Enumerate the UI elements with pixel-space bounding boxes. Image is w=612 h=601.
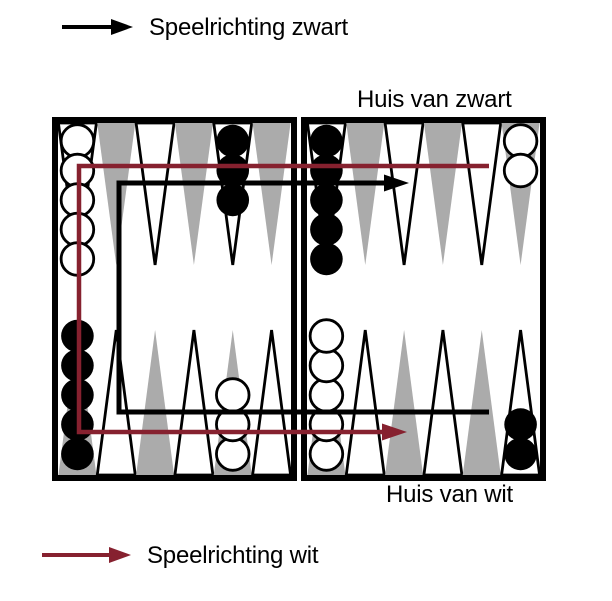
checker-white: [215, 436, 251, 472]
board-half-left: [52, 117, 297, 481]
checker-black: [216, 183, 250, 217]
checker-black: [504, 408, 537, 441]
point-triangle-bottom-right-4: [422, 329, 464, 477]
point-triangle-bottom-left-6: [250, 329, 293, 477]
point-triangle-bottom-right-2: [344, 329, 386, 477]
checker-black: [310, 154, 343, 187]
label-black-home: Huis van zwart: [357, 86, 512, 113]
point-triangle-bottom-left-2: [95, 329, 137, 477]
checker-black: [310, 183, 343, 217]
checker-white: [502, 152, 539, 189]
checker-white: [215, 377, 251, 413]
point-triangle-top-left-3: [134, 121, 176, 266]
checker-white: [308, 347, 345, 384]
point-triangle-bottom-right-6: [499, 329, 542, 477]
label-white-home: Huis van wit: [386, 481, 513, 508]
point-triangle-top-left-4: [174, 123, 213, 265]
checker-black: [216, 124, 250, 158]
legend-label-white: Speelrichting wit: [147, 542, 319, 569]
route-white-arrowhead: [382, 423, 407, 441]
checker-white: [502, 123, 539, 159]
point-triangle-top-left-6: [252, 123, 291, 265]
route-black-line: [116, 180, 489, 415]
checker-white: [308, 377, 345, 413]
checker-white: [308, 318, 345, 354]
point-triangle-top-right-3: [383, 121, 425, 266]
checker-white: [59, 123, 96, 159]
legend-arrow-white-head: [109, 547, 131, 563]
point-triangle-top-left-2: [97, 123, 136, 265]
legend-label-black: Speelrichting zwart: [149, 14, 348, 41]
point-triangle-bottom-right-5: [462, 330, 501, 475]
checker-white: [308, 436, 345, 472]
point-triangle-top-right-4: [423, 123, 462, 265]
legend-arrow-black-head: [111, 19, 133, 35]
checker-black: [310, 242, 343, 276]
checker-black: [310, 213, 343, 246]
point-triangle-top-right-5: [461, 121, 503, 266]
checker-black: [504, 437, 537, 471]
point-triangle-bottom-left-3: [136, 330, 175, 475]
checker-black: [310, 124, 343, 158]
checker-black: [216, 154, 250, 187]
point-triangle-bottom-left-4: [173, 329, 215, 477]
checker-black: [61, 437, 94, 471]
point-triangle-bottom-right-3: [385, 330, 424, 475]
point-triangle-top-right-2: [346, 123, 385, 265]
board-half-right: [301, 117, 546, 481]
route-black-arrowhead: [384, 174, 409, 192]
route-white-line: [76, 163, 489, 435]
